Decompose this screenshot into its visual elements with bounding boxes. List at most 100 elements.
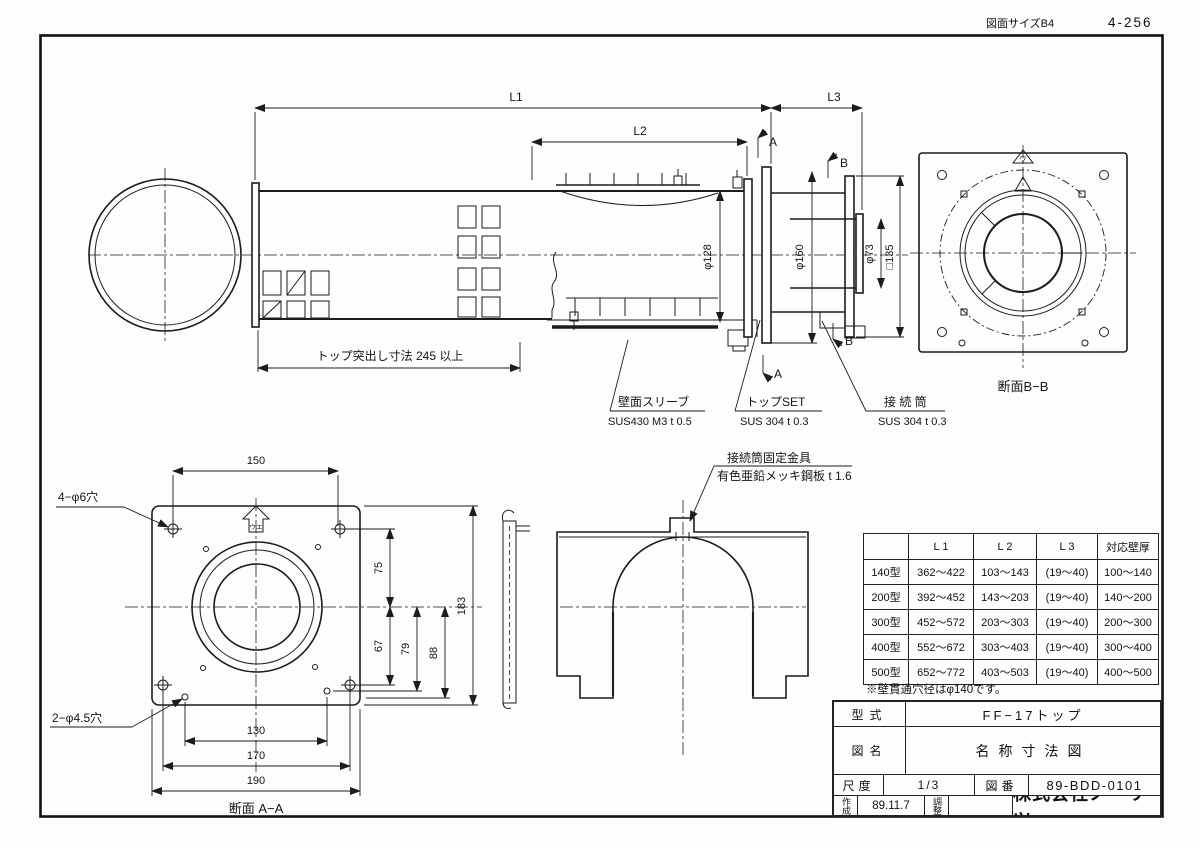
aa-150-label: 150 [247,455,265,467]
bb-triangle-mark: ウ [1020,155,1027,163]
aa-88-label: 88 [428,647,440,659]
aa-holes-top-label: 4−φ6穴 [58,489,98,504]
bracket-side-view [501,509,530,709]
adjust-value [949,796,1013,815]
sheet-border [39,34,1164,818]
aa-190-label: 190 [247,775,265,787]
aa-79-label: 79 [400,643,412,655]
bracket-spec: 有色亜鉛メッキ鋼板 t 1.6 [717,469,852,483]
section-mark-a-top: A [757,128,777,158]
wall-cell: 200〜300 [1097,609,1159,635]
label-top-set: トップSET SUS 304 t 0.3 [734,319,822,428]
label-wall-sleeve: 壁面スリーブ SUS430 M3 t 0.5 [608,339,705,428]
l1-cell: 452〜572 [908,609,974,635]
table-row: 140型 362〜422 103〜143 (19〜40) 100〜140 [863,559,1159,585]
dimension-protrusion: トップ突出し寸法 245 以上 [257,330,521,372]
wall-cell: 140〜200 [1097,584,1159,610]
section-a-label: A [769,135,777,149]
aa-dim-67: 67 [356,606,395,686]
aa-130-label: 130 [247,725,265,737]
wall-sleeve-spec: SUS430 M3 t 0.5 [608,416,692,428]
main-side-view: L1 L3 L2 A A [88,90,947,428]
section-mark-b-top: B [827,151,848,178]
l1-cell: 652〜772 [908,659,974,685]
bracket-name: 接続筒固定金具 [727,450,811,465]
section-aa-caption: 断面 A−A [229,801,284,816]
aa-callout-6holes: 4−φ6穴 [56,489,169,528]
connection-tube-assembly [743,166,866,344]
scale-value: 1/3 [884,775,975,795]
adjust-label: 調整 [925,796,949,815]
spec-header-l2: L 2 [973,533,1037,560]
l2-cell: 143〜203 [973,584,1037,610]
wall-cell: 300〜400 [1097,634,1159,660]
section-b-label: B [845,334,853,348]
created-date: 89.11.7 [858,796,925,815]
wall-sleeve-name: 壁面スリーブ [618,394,689,409]
table-row: 300型 452〜572 203〜303 (19〜40) 200〜300 [863,609,1159,635]
bb-lug-squares [960,190,1086,316]
vent-slots-right [457,205,501,318]
l2-cell: 303〜403 [973,634,1037,660]
top-set-name: トップSET [746,395,806,409]
aa-dim-190: 190 [151,709,361,796]
aa-dim-170: 170 [162,692,351,771]
vent-slots-left [262,270,330,319]
aa-dim-79: 79 [333,606,422,692]
bracket-callout: 接続筒固定金具 有色亜鉛メッキ鋼板 t 1.6 [689,450,852,522]
bracket-front-view [556,500,809,758]
spec-header-model [863,533,909,560]
bracket-views: 接続筒固定金具 有色亜鉛メッキ鋼板 t 1.6 [501,450,852,758]
drawing-number-value: 89-BDD-0101 [1046,777,1143,793]
wall-sleeve-upper [556,169,743,206]
sq135-label: □135 [884,245,896,270]
dimension-sq135: □135 [856,175,904,338]
model-cell: 400型 [863,634,909,660]
dim-l2-label: L2 [633,124,647,138]
dimension-l1: L1 [254,90,772,180]
section-a-label: A [774,367,782,381]
company-name: 株式会社ノーリツ [1013,796,1160,815]
section-bb-view: ウ 断面B−B [910,145,1136,394]
created-label: 作成 [834,796,858,815]
wall-cell: 100〜140 [1097,559,1159,585]
aa-dim-130: 130 [184,697,328,746]
dimension-dia128: φ128 [702,190,724,323]
sheet-number: 4-256 [1108,15,1153,30]
aa-183-label: 183 [456,597,468,615]
l1-cell: 362〜422 [908,559,974,585]
l2-cell: 403〜503 [973,659,1037,685]
spec-table: L 1 L 2 L 3 対応壁厚 140型 362〜422 103〜143 (1… [863,533,1159,685]
protrusion-label: トップ突出し寸法 245 以上 [317,348,464,363]
section-aa-view: ウエ 150 75 [50,455,482,816]
l3-cell: (19〜40) [1036,559,1098,585]
dimension-l3: L3 [770,90,863,210]
table-note: ※壁貫通穴径はφ140です。 [866,684,1007,696]
wall-cell: 400〜500 [1097,659,1159,685]
dia160-label: φ160 [794,244,806,270]
dim-l3-label: L3 [827,90,841,104]
aa-holes-bottom-label: 2−φ4.5穴 [52,710,102,725]
spec-table-header-row: L 1 L 2 L 3 対応壁厚 [863,533,1159,560]
label-connection-tube: 接 続 筒 SUS 304 t 0.3 [821,320,947,428]
top-set-spec: SUS 304 t 0.3 [740,416,809,428]
l1-cell: 392〜452 [908,584,974,610]
section-mark-b-bottom: B [832,323,853,349]
model-type-label: 型式 [834,702,906,726]
dimension-dia160: φ160 [794,171,816,344]
spec-header-l1: L 1 [908,533,974,560]
aa-dim-183: 183 [364,505,478,706]
table-row: 400型 552〜672 303〜403 (19〜40) 300〜400 [863,634,1159,660]
aa-170-label: 170 [247,750,265,762]
aa-callout-45holes: 2−φ4.5穴 [50,698,183,728]
conn-tube-name: 接 続 筒 [884,394,927,409]
dimension-l2: L2 [531,124,748,180]
aa-67-label: 67 [373,640,385,652]
model-cell: 200型 [863,584,909,610]
scale-label: 尺度 [834,775,884,795]
sheet-size-label: 図面サイズB4 [986,18,1055,30]
l3-cell: (19〜40) [1036,659,1098,685]
dim-l1-label: L1 [509,90,523,104]
aa-dim-88: 88 [366,606,450,699]
